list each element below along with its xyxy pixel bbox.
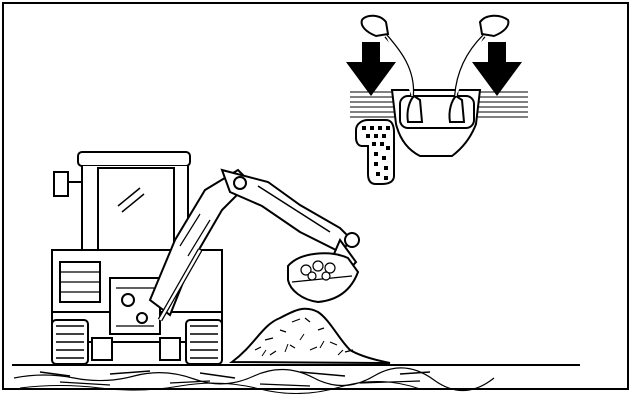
down-arrow-icon [346,42,396,96]
brake-pedal-icon [356,120,394,184]
bucket [288,253,358,302]
down-arrow-icon [472,42,522,96]
ground [12,365,580,394]
control-inset [346,16,528,184]
dirt-pile [232,309,390,363]
